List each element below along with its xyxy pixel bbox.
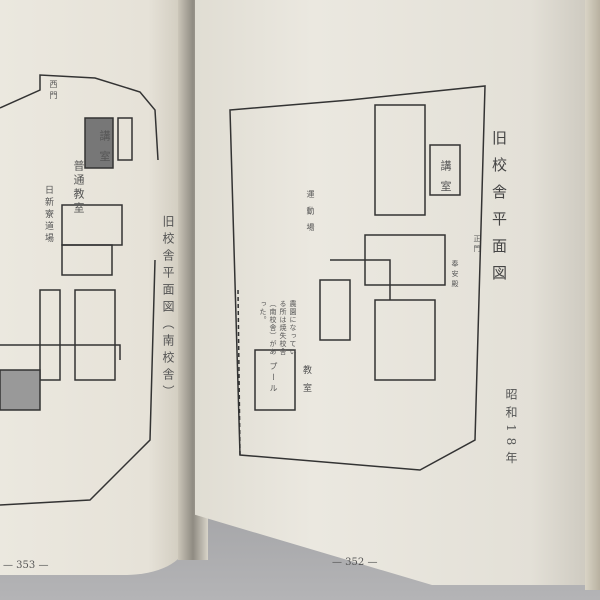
left-caption: 旧校舎平面図（南校舎）: [161, 215, 175, 402]
right-label-main-gate: 正門: [473, 235, 481, 255]
right-label-hoanden: 奉安殿: [451, 260, 459, 290]
right-label-pool: プール: [269, 362, 278, 395]
right-title: 旧校舎平面図: [490, 130, 508, 292]
left-label-west-gate: 西門: [49, 80, 58, 102]
left-label-hall: 講 室: [98, 130, 111, 165]
right-label-hall: 講 室: [439, 160, 452, 195]
left-label-dojo: 日新寮道場: [43, 185, 53, 245]
left-page-number: — 353 —: [3, 560, 49, 571]
right-date: 昭和18年: [504, 388, 518, 470]
left-label-classroom: 普通教室: [72, 160, 85, 216]
right-page: [195, 0, 590, 585]
page-edges: [585, 0, 600, 590]
right-label-classroom: 教 室: [301, 365, 311, 395]
right-label-playground: 運 動 場: [306, 190, 315, 235]
right-page-number: — 352 —: [332, 557, 378, 568]
right-note: 農園になっている所は焼失校舎（南校舎）があった。: [259, 300, 297, 356]
